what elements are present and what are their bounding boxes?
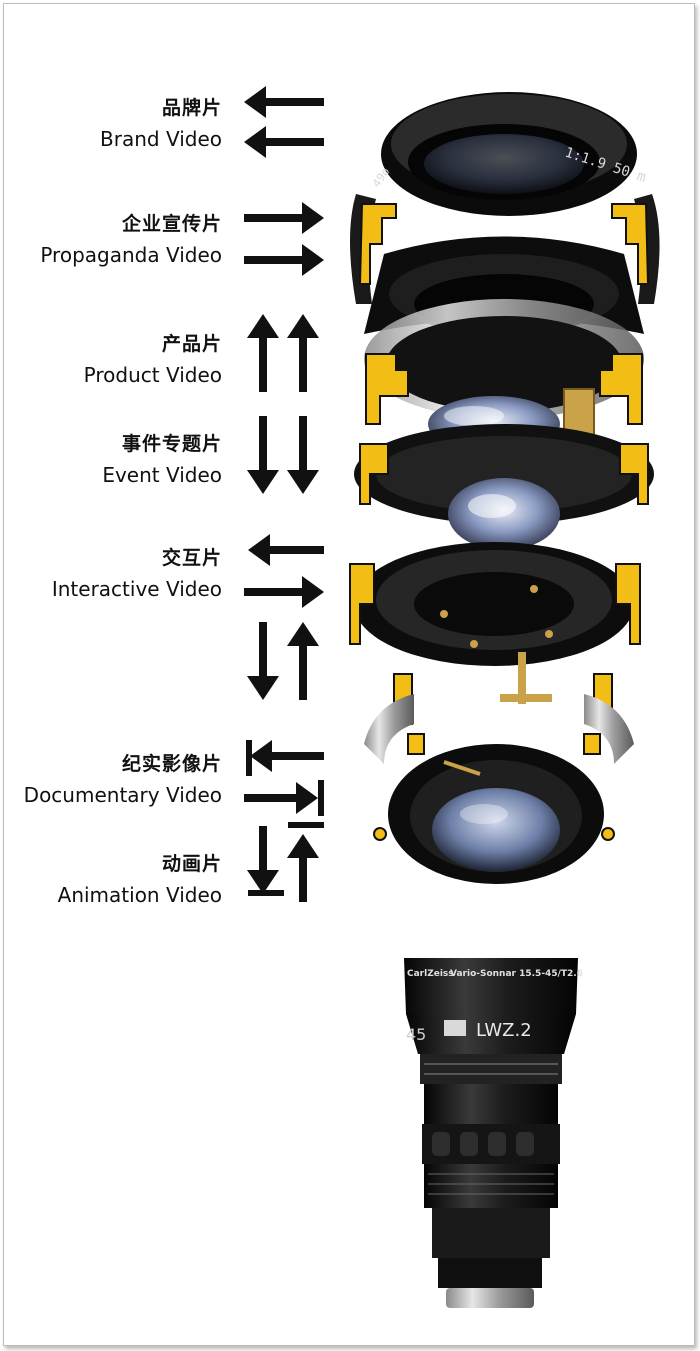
arrow-group-product bbox=[247, 314, 319, 392]
category-zh: 事件专题片 bbox=[121, 433, 222, 455]
category-zh: 产品片 bbox=[161, 333, 222, 355]
middle-barrel bbox=[364, 236, 644, 425]
illustration: 1:1.9 50 m 49ø bbox=[244, 86, 660, 1308]
category-en: Propaganda Video bbox=[40, 243, 222, 267]
category-product: 产品片 Product Video bbox=[84, 332, 222, 388]
arrow-group-documentary bbox=[244, 740, 324, 828]
category-propaganda: 企业宣传片 Propaganda Video bbox=[40, 212, 222, 268]
arrow-group-propaganda bbox=[244, 202, 324, 276]
rear-mount bbox=[364, 694, 634, 884]
lens-model: Vario-Sonnar 15.5-45/T2.6 bbox=[450, 969, 583, 979]
lens-badge: LWZ.2 bbox=[476, 1020, 532, 1041]
category-en: Interactive Video bbox=[51, 577, 222, 601]
zeiss-badge-icon bbox=[444, 1020, 466, 1036]
category-en: Animation Video bbox=[57, 883, 222, 907]
arrow-group-animation bbox=[247, 826, 319, 902]
category-animation: 动画片 Animation Video bbox=[58, 852, 222, 908]
glass-element bbox=[354, 388, 654, 550]
arrow-group-event bbox=[247, 416, 319, 494]
mechanism-plate bbox=[349, 542, 641, 725]
category-zh: 动画片 bbox=[161, 853, 222, 875]
category-en: Brand Video bbox=[100, 127, 222, 151]
category-event: 事件专题片 Event Video bbox=[102, 432, 222, 488]
arrow-group-brand bbox=[244, 86, 324, 158]
lens-focal-mark: 45 bbox=[406, 1025, 426, 1044]
category-zh: 企业宣传片 bbox=[121, 213, 222, 235]
category-zh: 交互片 bbox=[161, 547, 222, 569]
front-ring: 1:1.9 50 m 49ø bbox=[350, 92, 660, 304]
category-zh: 纪实影像片 bbox=[121, 753, 222, 775]
category-brand: 品牌片 Brand Video bbox=[100, 96, 222, 152]
category-zh: 品牌片 bbox=[161, 97, 222, 119]
category-en: Product Video bbox=[83, 363, 222, 387]
poster-frame: 品牌片 Brand Video 企业宣传片 Propaganda Video 产… bbox=[3, 3, 695, 1346]
category-en: Event Video bbox=[102, 463, 222, 487]
assembled-lens: CarlZeiss Vario-Sonnar 15.5-45/T2.6 LWZ.… bbox=[404, 958, 583, 1308]
lens-brand: CarlZeiss bbox=[407, 969, 454, 979]
category-interactive: 交互片 Interactive Video bbox=[52, 546, 222, 602]
category-documentary: 纪实影像片 Documentary Video bbox=[24, 752, 222, 808]
arrow-group-interactive bbox=[244, 534, 324, 700]
exploded-lens-illustration: 1:1.9 50 m 49ø bbox=[349, 92, 660, 884]
category-en: Documentary Video bbox=[23, 783, 222, 807]
